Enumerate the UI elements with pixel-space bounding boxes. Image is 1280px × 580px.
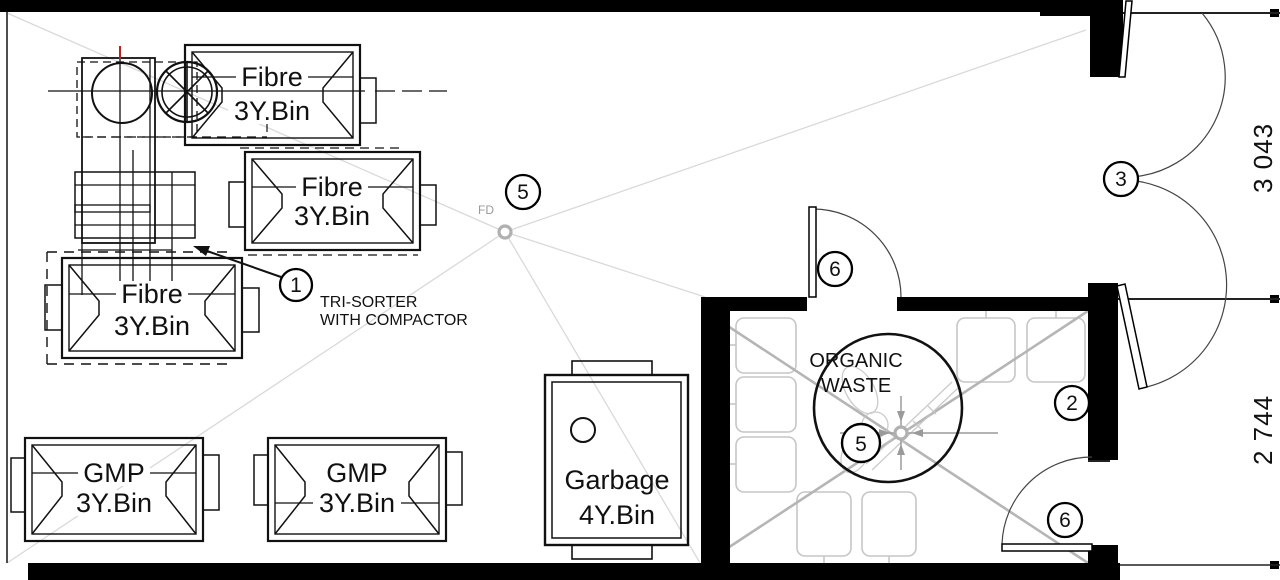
door-swing-arc-corridor <box>1121 179 1228 389</box>
organic-drain-icon <box>893 425 909 441</box>
door-swing-arc-upper <box>1121 12 1226 178</box>
gmp-left-label-1: GMP <box>83 458 145 488</box>
doors <box>808 0 1228 552</box>
door-leaf-organic-top <box>808 206 817 298</box>
bin-gmp-left <box>10 436 220 543</box>
organic-room-totes <box>730 311 1086 563</box>
door-leaf-organic-bottom <box>1001 543 1093 552</box>
callout-3-num: 3 <box>1115 168 1127 191</box>
callout-1-circle <box>278 267 314 303</box>
organic-waste-label-1: ORGANIC <box>809 350 902 372</box>
callout-2-num: 2 <box>1066 392 1078 415</box>
door-leaf-top-right <box>1118 0 1133 78</box>
callout-5-left-circle <box>504 173 542 211</box>
fibre-lower-label-1: Fibre <box>121 279 183 309</box>
dimension-upper: 3 043 <box>1248 123 1278 193</box>
callout-5-organic-num: 5 <box>855 433 867 456</box>
callout-3-circle <box>1102 160 1140 198</box>
callout-1-num: 1 <box>290 274 302 297</box>
floor-drain-label: FD <box>478 203 494 217</box>
tri-sorter-machine <box>48 46 447 295</box>
wall-face-lines <box>6 12 1280 566</box>
tri-sorter-note-2: WITH COMPACTOR <box>320 312 468 329</box>
gmp-right-label-1: GMP <box>326 458 388 488</box>
callout-2-circle <box>1053 384 1091 422</box>
gmp-left-label-2: 3Y.Bin <box>76 488 152 518</box>
dimension-lower: 2 744 <box>1248 395 1278 465</box>
callout-6-bottom-num: 6 <box>1059 509 1071 532</box>
door-leaf-corridor <box>1116 283 1148 390</box>
callout-6-bottom-circle <box>1046 501 1084 539</box>
organic-waste-circle <box>812 332 964 484</box>
callout-5-left-num: 5 <box>517 181 529 204</box>
bin-garbage <box>543 360 690 560</box>
callout-6-top-circle <box>816 250 854 288</box>
sorter-drum-icon <box>91 62 153 124</box>
organic-waste-label-2: WASTE <box>821 375 891 397</box>
bin-fibre-lower <box>44 251 260 365</box>
door-swing-arc-organic-top <box>812 208 902 298</box>
fibre-middle-label-1: Fibre <box>301 172 363 202</box>
fibre-top-label-1: Fibre <box>241 62 303 92</box>
bin-gmp-right <box>253 436 463 543</box>
fibre-top-label-2: 3Y.Bin <box>234 96 310 126</box>
floor-drain-icon <box>497 224 513 240</box>
callout-5-organic-circle <box>840 422 882 464</box>
text-labels: Fibre 3Y.Bin Fibre 3Y.Bin Fibre 3Y.Bin G… <box>76 62 1278 530</box>
callout-6-top-num: 6 <box>829 258 841 281</box>
bin-fibre-top <box>183 43 377 147</box>
fibre-lower-label-2: 3Y.Bin <box>114 311 190 341</box>
garbage-label-2: 4Y.Bin <box>579 500 655 530</box>
door-swing-arc-organic-bottom <box>1001 456 1093 545</box>
fibre-middle-label-2: 3Y.Bin <box>294 201 370 231</box>
gmp-right-label-2: 3Y.Bin <box>319 488 395 518</box>
tri-sorter-leader-arrow <box>193 246 282 278</box>
tri-sorter-note-1: TRI-SORTER <box>320 294 417 311</box>
sorter-wheel-icon <box>155 60 219 124</box>
garbage-label-1: Garbage <box>564 465 669 495</box>
callout-bubbles: 1 5 3 6 5 2 6 <box>278 160 1140 539</box>
bin-fibre-middle <box>228 147 437 256</box>
